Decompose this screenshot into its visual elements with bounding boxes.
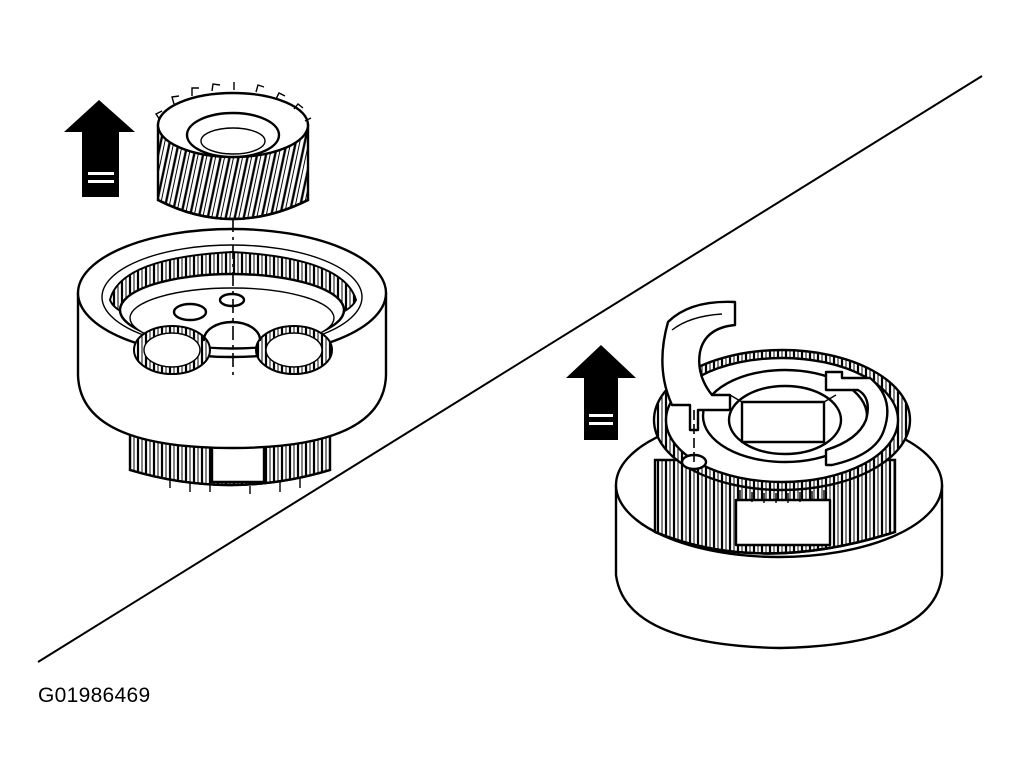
up-arrow-icon <box>64 100 135 197</box>
left-assembly <box>64 82 388 494</box>
sun-gear <box>154 82 312 221</box>
figure-code-label: G01986469 <box>38 684 151 707</box>
right-assembly <box>566 300 944 650</box>
up-arrow-icon <box>566 345 636 440</box>
ring-gear-housing <box>76 227 388 450</box>
right-snap-ring-half <box>824 370 889 467</box>
left-snap-ring-half <box>661 300 737 432</box>
divider-line <box>37 75 983 663</box>
